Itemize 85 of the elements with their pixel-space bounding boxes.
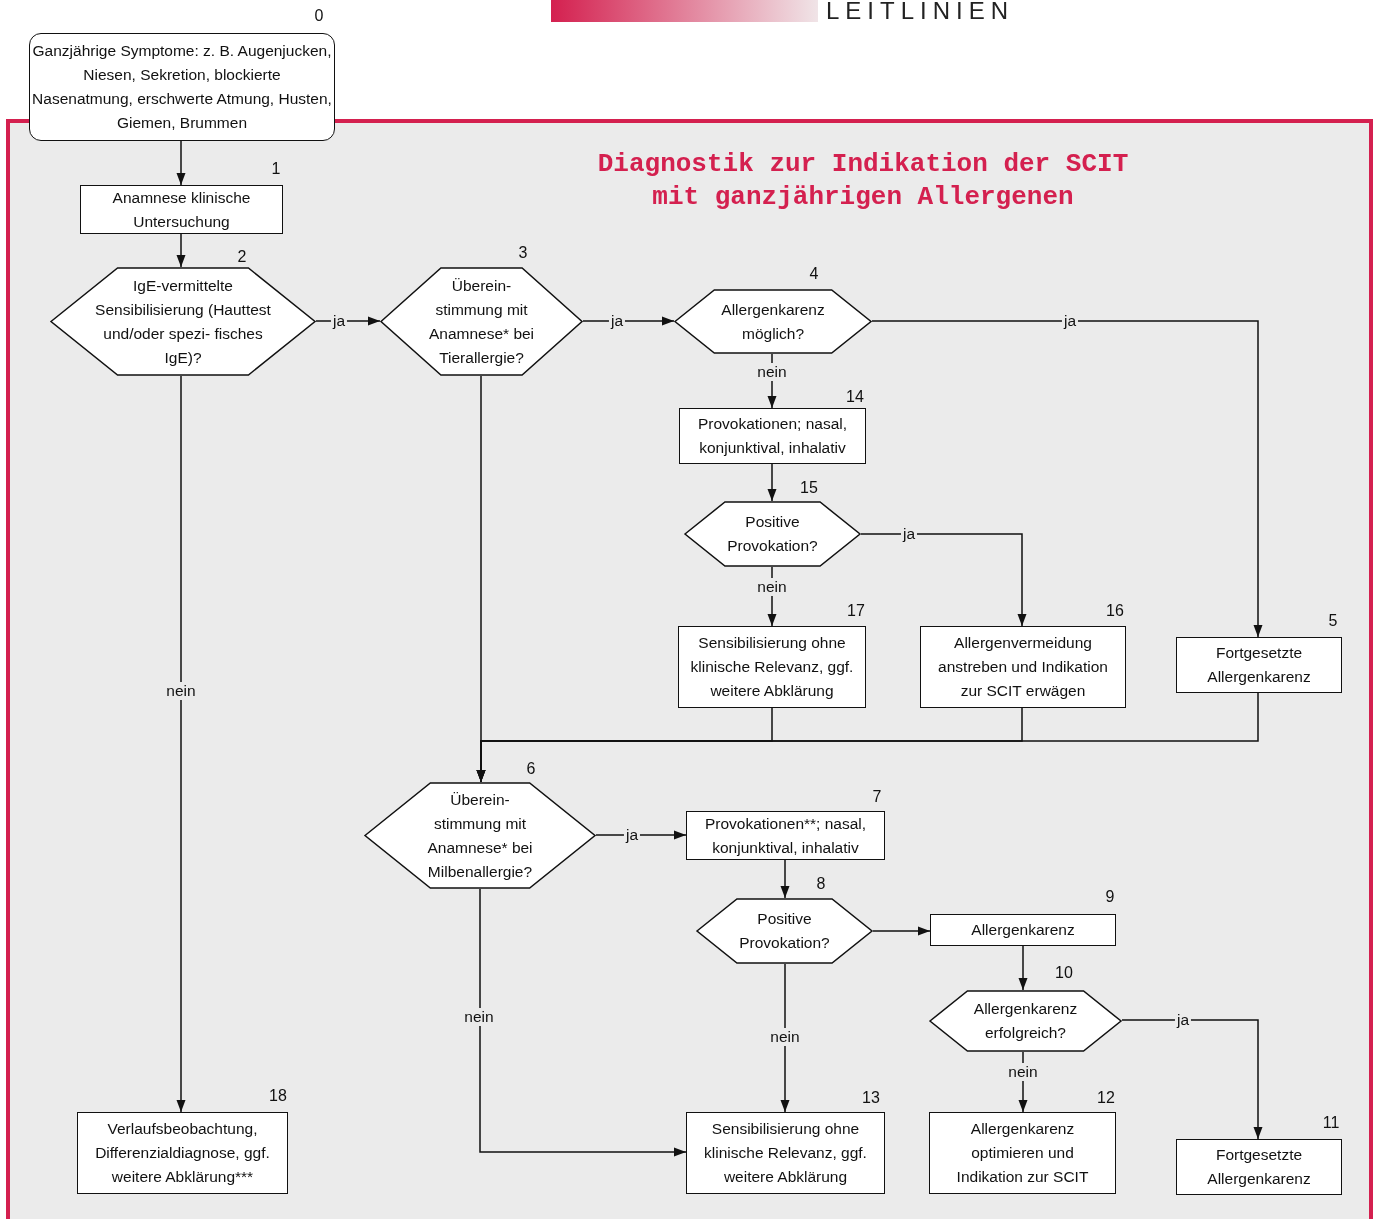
arrow bbox=[479, 888, 687, 1157]
process-box bbox=[920, 626, 1126, 708]
box-label: Verlaufsbeobachtung, Differenzialdiagnose, ggf. weitere Abklärung*** bbox=[94, 1119, 271, 1187]
step-number: 9 bbox=[1105, 888, 1115, 906]
box-label: Überein- stimmung mit Anamnese* bei Milbenallergie? bbox=[426, 789, 534, 882]
box-label: Allergenkarenz bbox=[970, 920, 1076, 940]
decision-hexagon bbox=[380, 267, 583, 376]
step-number: 5 bbox=[1328, 612, 1338, 630]
box-label: Allergenkarenz optimieren und Indikation zur SCIT bbox=[955, 1119, 1090, 1187]
box-label: Überein- stimmung mit Anamnese* bei Tierallergie? bbox=[427, 275, 536, 368]
decision-hexagon bbox=[364, 782, 596, 889]
box-label: IgE-vermittelte Sensibilisierung (Hauttest und/oder spezi- fisches IgE)? bbox=[94, 275, 272, 368]
decision-hexagon bbox=[684, 501, 861, 567]
box-label: Provokationen; nasal, konjunktival, inhalativ bbox=[696, 414, 849, 458]
arrow bbox=[176, 375, 186, 1113]
arrow bbox=[1121, 1019, 1263, 1140]
box-label: Ganzjährige Symptome: z. B. Augenjucken, Niesen, Sekretion, blockierte Nasenatmung, erschwerte Atmung, Husten, Giemen, Brummen bbox=[32, 41, 332, 133]
edge-label: ja bbox=[1174, 1011, 1192, 1029]
edge-label: nein bbox=[1006, 1063, 1040, 1081]
process-box bbox=[686, 1112, 885, 1194]
box-label: Sensibilisierung ohne klinische Relevanz, ggf. weitere Abklärung bbox=[689, 633, 855, 701]
step-number: 17 bbox=[847, 602, 865, 620]
step-number: 4 bbox=[809, 265, 819, 283]
arrow bbox=[595, 830, 687, 840]
edge-label: nein bbox=[768, 1028, 802, 1046]
process-box bbox=[1176, 1139, 1342, 1195]
step-number: 3 bbox=[518, 244, 528, 262]
box-label: Positive Provokation? bbox=[726, 512, 819, 556]
step-number: 11 bbox=[1322, 1114, 1340, 1132]
box-label: Sensibilisierung ohne klinische Relevanz, ggf. weitere Abklärung bbox=[703, 1119, 868, 1187]
arrow bbox=[872, 926, 931, 936]
step-number: 10 bbox=[1055, 964, 1073, 982]
start-box bbox=[29, 33, 335, 141]
diagram-title: Diagnostik zur Indikation der SCIT mit ganzjährigen Allergenen bbox=[596, 148, 1130, 214]
decision-hexagon bbox=[929, 990, 1122, 1052]
process-box bbox=[930, 914, 1116, 946]
arrow bbox=[176, 140, 186, 186]
edge-label: nein bbox=[755, 363, 789, 381]
box-label: Allergenkarenz möglich? bbox=[720, 299, 826, 344]
arrow bbox=[871, 320, 1263, 638]
step-number: 14 bbox=[846, 388, 864, 406]
arrow bbox=[767, 463, 777, 502]
process-box bbox=[77, 1112, 288, 1194]
edge-label: ja bbox=[330, 312, 348, 330]
edge-label: nein bbox=[462, 1008, 496, 1026]
process-box bbox=[686, 811, 885, 860]
step-number: 13 bbox=[862, 1089, 880, 1107]
step-number: 8 bbox=[816, 875, 826, 893]
step-number: 18 bbox=[269, 1087, 287, 1105]
step-number: 12 bbox=[1097, 1089, 1115, 1107]
edge-label: nein bbox=[164, 682, 198, 700]
step-number: 16 bbox=[1106, 602, 1124, 620]
section-heading: LEITLINIEN bbox=[826, 0, 1015, 24]
process-box bbox=[929, 1112, 1116, 1194]
process-box bbox=[80, 185, 283, 234]
arrow bbox=[176, 233, 186, 268]
edge-label: ja bbox=[1061, 312, 1079, 330]
box-label: Positive Provokation? bbox=[738, 909, 831, 953]
step-number: 1 bbox=[271, 160, 281, 178]
box-label: Fortgesetzte Allergenkarenz bbox=[1206, 643, 1312, 687]
decision-hexagon bbox=[674, 289, 872, 354]
arrow bbox=[1018, 945, 1028, 991]
box-label: Allergenvermeidung anstreben und Indikation zur SCIT erwägen bbox=[937, 633, 1109, 701]
arrow bbox=[860, 533, 1027, 627]
edge-label: ja bbox=[623, 826, 641, 844]
arrow bbox=[315, 316, 381, 326]
edge-label: ja bbox=[608, 312, 626, 330]
box-label: Fortgesetzte Allergenkarenz bbox=[1206, 1145, 1312, 1189]
step-number: 2 bbox=[237, 248, 247, 266]
decision-hexagon bbox=[50, 267, 316, 376]
process-box bbox=[678, 626, 866, 708]
step-number: 7 bbox=[872, 788, 882, 806]
edge-label: nein bbox=[755, 578, 789, 596]
step-number: 0 bbox=[314, 7, 324, 25]
decision-hexagon bbox=[696, 898, 873, 964]
box-label: Provokationen**; nasal, konjunktival, inhalativ bbox=[703, 813, 868, 858]
step-number: 6 bbox=[526, 760, 536, 778]
arrow bbox=[780, 859, 790, 899]
step-number: 15 bbox=[800, 479, 818, 497]
arrow bbox=[780, 963, 790, 1113]
box-label: Anamnese klinische Untersuchung bbox=[111, 187, 252, 232]
process-box bbox=[1176, 637, 1342, 693]
edge-label: ja bbox=[900, 525, 918, 543]
process-box bbox=[679, 408, 866, 464]
box-label: Allergenkarenz erfolgreich? bbox=[972, 999, 1079, 1043]
